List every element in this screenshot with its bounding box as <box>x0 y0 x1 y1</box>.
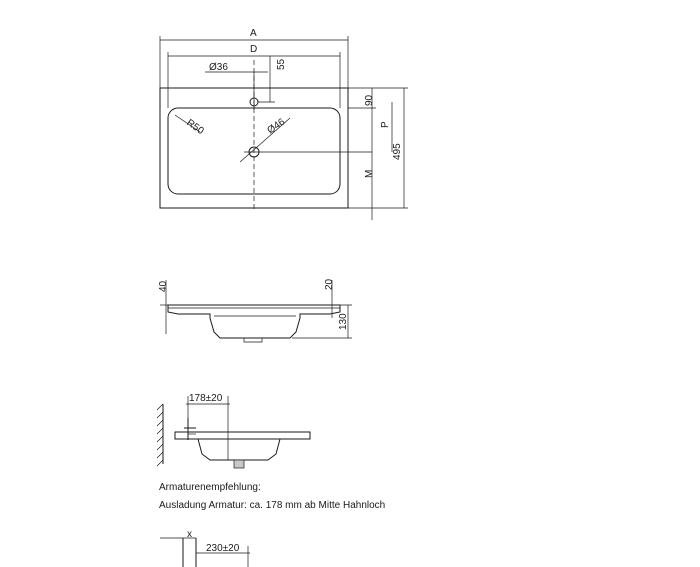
radius-label: R50 <box>184 117 206 137</box>
wall-bowl <box>197 438 281 461</box>
top-view: A D Ø36 55 Ø46 R50 90 P 495 <box>159 28 408 220</box>
dim-d-label: D <box>250 44 257 55</box>
drain-fitting <box>233 459 245 469</box>
drain-label: Ø46 <box>265 116 287 136</box>
dim-495-label: 495 <box>392 143 403 160</box>
bottom-view: x 230±20 <box>160 529 250 567</box>
bottom-x-label: x <box>187 529 192 540</box>
wall-reach-label: 178±20 <box>189 393 223 404</box>
tap-hole-label: Ø36 <box>209 62 228 73</box>
basin-section <box>167 304 341 339</box>
dim-a-label: A <box>250 28 257 39</box>
wall-view: 178±20 <box>156 393 311 469</box>
bottom-reach-label: 230±20 <box>206 543 240 554</box>
recommendation-text: Ausladung Armatur: ca. 178 mm ab Mitte H… <box>159 500 386 511</box>
dim-130-label: 130 <box>338 313 349 330</box>
side-view: 40 20 130 <box>158 278 352 343</box>
dim-20-label: 20 <box>324 278 335 290</box>
dim-90-label: 90 <box>364 94 375 106</box>
dim-55-label: 55 <box>276 58 287 70</box>
recommendation-heading: Armaturenempfehlung: <box>159 482 261 493</box>
dim-p-label: P <box>380 121 391 128</box>
countertop <box>174 431 311 440</box>
dim-40-label: 40 <box>158 280 169 292</box>
dim-m-label: M <box>364 170 375 178</box>
